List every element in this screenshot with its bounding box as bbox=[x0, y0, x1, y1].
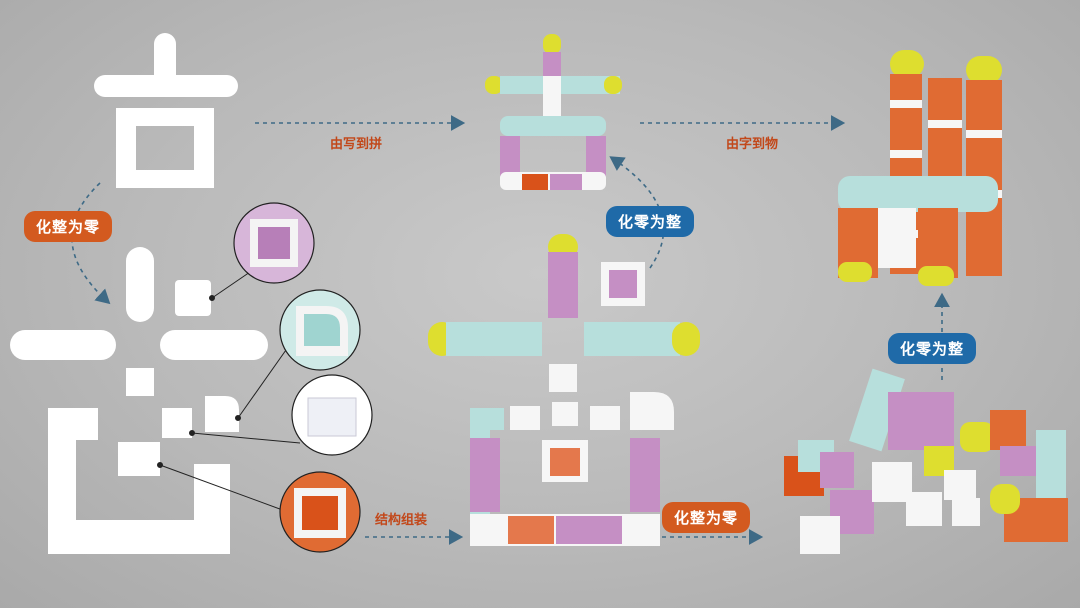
label-split-left: 化整为零 bbox=[24, 211, 113, 242]
label-combine-right: 化零为整 bbox=[888, 333, 977, 364]
arrow-split-left bbox=[71, 182, 111, 305]
magnifier-white bbox=[291, 374, 373, 456]
label-combine-mid: 化零为整 bbox=[606, 206, 695, 237]
exploded-white-pieces bbox=[10, 247, 268, 554]
chair-model bbox=[838, 50, 1002, 286]
character-solid-glyph bbox=[94, 33, 238, 188]
assembled-block-character bbox=[485, 34, 622, 190]
label-structure-assembly: 结构组装 bbox=[375, 513, 428, 528]
magnifier-mint bbox=[279, 289, 361, 371]
scattered-blocks bbox=[784, 368, 1068, 554]
label-split-bottom: 化整为零 bbox=[662, 502, 751, 533]
label-char-to-object: 由字到物 bbox=[726, 137, 779, 152]
label-write-to-assemble: 由写到拼 bbox=[330, 137, 383, 152]
magnifier-purple bbox=[233, 202, 315, 284]
magnifier-orange bbox=[279, 471, 361, 553]
exploded-color-blocks bbox=[428, 234, 700, 546]
magnifier-connectors bbox=[157, 271, 301, 513]
